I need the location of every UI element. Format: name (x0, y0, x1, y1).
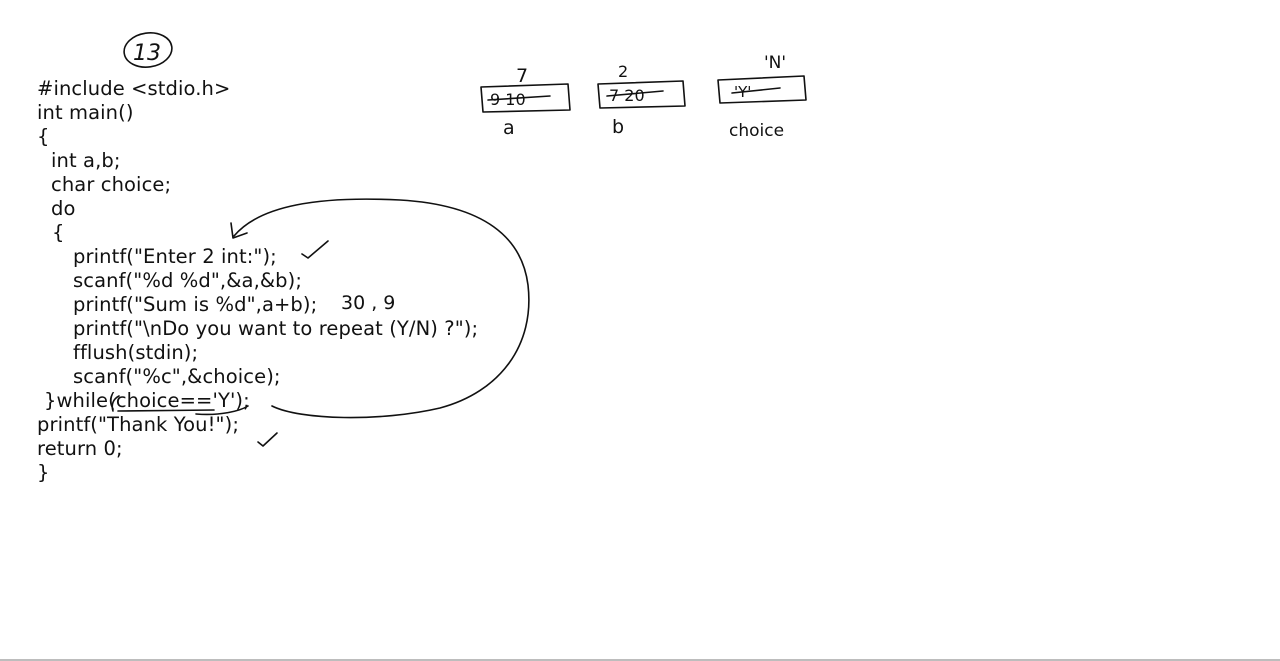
code-line-fflush: fflush(stdin); (73, 341, 199, 364)
var-b-current-value: 2 (618, 62, 628, 81)
code-line-main: int main() (37, 101, 134, 124)
code-line-scanf-choice: scanf("%c",&choice); (73, 365, 281, 388)
page-number-mark: 13 (123, 32, 173, 68)
loop-arrowhead (230, 222, 248, 239)
var-choice-current-value: 'N' (764, 53, 786, 73)
code-line-printf-repeat: printf("\nDo you want to repeat (Y/N) ?"… (73, 317, 479, 340)
var-a-label: a (503, 117, 515, 139)
code-line-return: return 0; (37, 437, 123, 460)
var-choice-box (717, 75, 807, 104)
var-choice-old-value: 'Y' (734, 83, 751, 101)
var-a-strike (487, 95, 551, 101)
code-line-decl-int: int a,b; (51, 149, 121, 172)
var-b-old-values: 7 20 (609, 86, 645, 105)
memory-cell-b: 2 7 20 b (597, 62, 686, 138)
page-number-text: 13 (133, 41, 161, 66)
var-a-current-value: 7 (516, 65, 528, 87)
sum-output-annotation: 30 , 9 (341, 292, 395, 314)
memory-cell-choice: 'N' 'Y' choice (717, 53, 807, 141)
code-line-printf-sum: printf("Sum is %d",a+b); (73, 293, 318, 316)
code-line-while: }while(choice=='Y'); (44, 389, 250, 412)
bottom-border (0, 659, 1280, 661)
memory-cell-a: 7 9 10 a (480, 65, 571, 139)
code-line-thank-you: printf("Thank You!"); (37, 413, 240, 436)
var-a-old-values: 9 10 (490, 90, 526, 109)
var-choice-label: choice (729, 121, 784, 141)
check-mark-printf (301, 240, 329, 259)
var-b-strike (606, 90, 664, 97)
code-line-include: #include <stdio.h> (37, 77, 231, 100)
var-choice-strike (731, 87, 781, 94)
var-b-box (597, 80, 686, 109)
code-line-close-brace: } (37, 461, 50, 484)
check-mark-thank-you (257, 432, 278, 447)
code-line-printf-prompt: printf("Enter 2 int:"); (73, 245, 277, 268)
code-line-scanf-ints: scanf("%d %d",&a,&b); (73, 269, 303, 292)
code-line-do: do (51, 197, 76, 220)
code-line-decl-char: char choice; (51, 173, 172, 196)
var-b-label: b (612, 116, 624, 138)
code-line-open-brace: { (37, 125, 50, 148)
code-line-do-brace: { (52, 221, 65, 244)
var-a-box (480, 83, 571, 113)
